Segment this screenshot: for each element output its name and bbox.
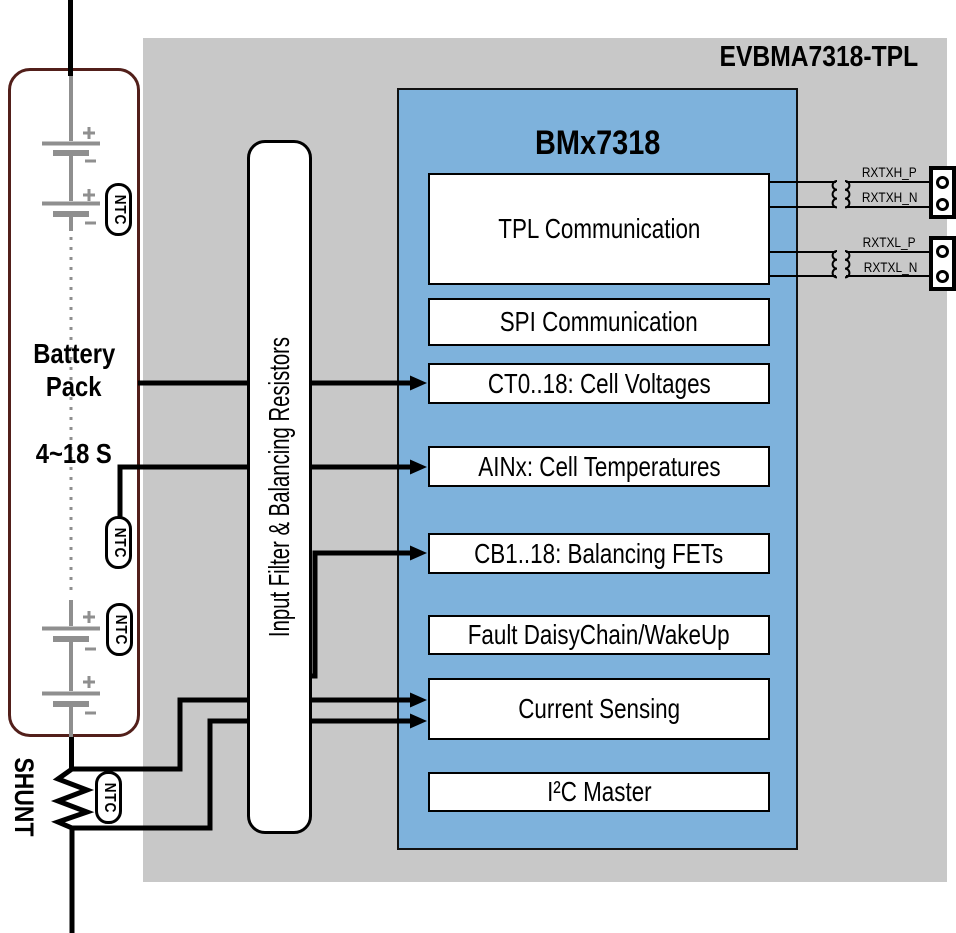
connector-pin-icon (936, 270, 949, 283)
rxtxh-connector (929, 166, 956, 219)
ntc-sensor-shunt: NTC (95, 771, 122, 824)
battery-plus-signs (83, 127, 95, 688)
rxtxh-lines (770, 181, 929, 208)
block-cell-voltages-label: CT0..18: Cell Voltages (487, 367, 711, 399)
input-filter-label: Input Filter & Balancing Resistors (264, 336, 296, 638)
block-spi-communication-label: SPI Communication (500, 306, 698, 337)
battery-pack-label-line2: Pack (46, 371, 102, 402)
block-cell-temperatures-label: AINx: Cell Temperatures (477, 450, 721, 482)
balancing-wire (309, 550, 416, 679)
current-sense-wire-high (72, 697, 416, 772)
cell-count-label: 4~18 S (35, 438, 113, 469)
battery-pack-label: Battery Pack (8, 337, 140, 403)
cell-temperature-wire (117, 464, 416, 518)
battery-minus-signs (85, 159, 96, 715)
input-filter-box (247, 140, 312, 834)
transformer-l-secondary-icon (844, 250, 851, 279)
rxtxh-p-label: RXTXH_P (861, 164, 917, 180)
arrowhead-balancing (410, 545, 427, 561)
connector-pin-icon (936, 176, 949, 189)
connector-pin-icon (936, 198, 949, 211)
tpl-bus-lines (770, 180, 929, 279)
battery-string (42, 74, 100, 739)
arrowhead-current-sense-low (410, 713, 427, 729)
rxtxl-lines (770, 251, 929, 277)
rxtxl-n-label: RXTXL_N (864, 259, 918, 275)
arrowhead-current-sense-high (410, 692, 427, 708)
transformer-h-primary-icon (831, 180, 838, 209)
ntc-sensor-mid: NTC (106, 603, 133, 656)
board-title: EVBMA7318-TPL (719, 41, 919, 73)
chip-title: BMx7318 (534, 124, 661, 162)
block-i2c-master: I²C Master (428, 772, 770, 812)
block-current-sensing-label: Current Sensing (518, 693, 680, 724)
block-fault-daisychain-label: Fault DaisyChain/WakeUp (468, 619, 730, 650)
block-balancing-fets-label: CB1..18: Balancing FETs (474, 537, 724, 569)
block-i2c-master-label: I²C Master (546, 776, 652, 807)
arrowhead-cell-voltages (410, 375, 427, 391)
wire-arrowheads (410, 375, 427, 729)
block-balancing-fets: CB1..18: Balancing FETs (428, 533, 770, 574)
arrowhead-cell-temperatures (410, 459, 427, 475)
current-sense-wire-low (72, 718, 416, 831)
block-cell-voltages: CT0..18: Cell Voltages (428, 363, 770, 404)
rxtxh-n-label: RXTXH_N (862, 189, 918, 205)
battery-cell-long-plates (42, 141, 100, 696)
shunt-resistor-icon (50, 766, 95, 831)
block-cell-temperatures: AINx: Cell Temperatures (428, 446, 770, 487)
block-spi-communication: SPI Communication (428, 298, 770, 346)
battery-cell-short-plates (53, 150, 89, 707)
transformer-h-secondary-icon (844, 180, 851, 209)
ntc-sensor-wired: NTC (105, 516, 132, 569)
block-tpl-communication-label: TPL Communication (497, 213, 701, 244)
block-fault-daisychain: Fault DaisyChain/WakeUp (428, 615, 770, 655)
shunt-label: SHUNT (9, 757, 39, 837)
rxtxl-p-label: RXTXL_P (862, 234, 916, 250)
block-tpl-communication: TPL Communication (428, 173, 770, 285)
ntc-sensor-top: NTC (105, 183, 132, 236)
battery-pack-label-line1: Battery (32, 338, 115, 369)
connector-pin-icon (936, 245, 949, 258)
transformer-l-primary-icon (831, 250, 838, 279)
block-current-sensing: Current Sensing (428, 678, 770, 740)
